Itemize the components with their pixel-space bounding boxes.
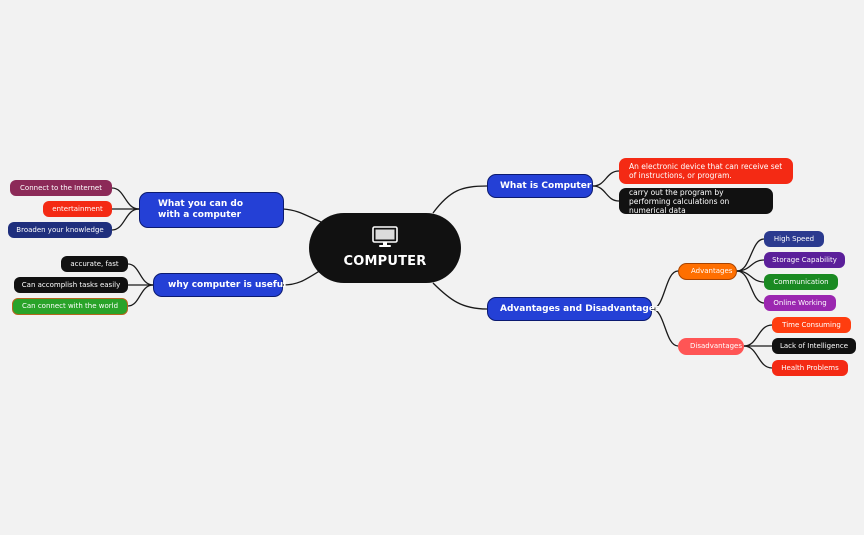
link-disadvantages-item-3 xyxy=(743,345,773,369)
advantage-item-label: High Speed xyxy=(773,234,815,243)
link-advantages-item-4 xyxy=(736,270,765,304)
disadvantage-item[interactable]: Lack of Intelligence xyxy=(772,338,856,354)
advantage-item[interactable]: High Speed xyxy=(764,231,824,247)
useful-item[interactable]: Can connect with the world xyxy=(12,298,128,315)
advantage-item[interactable]: Storage Capability xyxy=(764,252,845,268)
topic-what-is-computer[interactable]: What is Computer xyxy=(487,174,593,198)
subtopic-disadvantages-label: Disadvantages xyxy=(690,342,743,351)
useful-item-label: Can connect with the world xyxy=(21,302,119,311)
disadvantage-item-label: Lack of Intelligence xyxy=(779,341,849,350)
disadvantage-item[interactable]: Time Consuming xyxy=(772,317,851,333)
what-is-detail-1[interactable]: An electronic device that can receive se… xyxy=(619,158,793,184)
topic-what-you-can-do-label: What you can do with a computer xyxy=(158,199,244,220)
disadvantage-item-label: Time Consuming xyxy=(782,320,841,329)
useful-item[interactable]: Can accomplish tasks easily xyxy=(14,277,128,293)
link-adv-disadvantages xyxy=(651,308,679,347)
link-whatis-detail-1 xyxy=(592,170,620,187)
can-do-item-label: Broaden your knowledge xyxy=(16,225,104,234)
link-central-why xyxy=(282,269,322,286)
subtopic-advantages[interactable]: Advantages xyxy=(678,263,737,280)
advantage-item-label: Online Working xyxy=(773,298,827,307)
link-whatis-detail-2 xyxy=(592,185,620,202)
can-do-item[interactable]: Connect to the Internet xyxy=(10,180,112,196)
link-why-item-1 xyxy=(127,263,154,286)
useful-item[interactable]: accurate, fast xyxy=(61,256,128,272)
can-do-item-label: Connect to the Internet xyxy=(20,183,102,192)
advantage-item[interactable]: Online Working xyxy=(764,295,836,311)
link-central-what-is xyxy=(432,185,488,214)
link-central-adv xyxy=(432,282,488,310)
can-do-item[interactable]: Broaden your knowledge xyxy=(8,222,112,238)
link-do-item-3 xyxy=(111,208,140,231)
link-do-item-1 xyxy=(111,187,140,210)
what-is-detail-1-text: An electronic device that can receive se… xyxy=(629,162,783,180)
advantage-item-label: Communication xyxy=(773,277,829,286)
useful-item-label: accurate, fast xyxy=(70,259,119,268)
disadvantage-item-label: Health Problems xyxy=(781,363,839,372)
central-topic-label: COMPUTER xyxy=(343,254,427,270)
subtopic-advantages-label: Advantages xyxy=(691,267,733,276)
advantage-item[interactable]: Communication xyxy=(764,274,838,290)
topic-why-useful-label: why computer is useful xyxy=(168,279,287,290)
topic-why-useful[interactable]: why computer is useful xyxy=(153,273,287,297)
what-is-detail-2[interactable]: carry out the program by performing calc… xyxy=(619,187,773,215)
link-adv-advantages xyxy=(651,270,679,310)
link-disadvantages-item-1 xyxy=(743,324,773,347)
monitor-icon xyxy=(372,226,398,248)
advantage-item-label: Storage Capability xyxy=(772,255,837,264)
topic-what-is-computer-label: What is Computer xyxy=(500,180,592,191)
can-do-item[interactable]: entertainment xyxy=(43,201,112,217)
link-central-do xyxy=(282,208,322,223)
topic-advantages-disadvantages-label: Advantages and Disadvantages xyxy=(500,303,661,314)
topic-advantages-disadvantages[interactable]: Advantages and Disadvantages xyxy=(487,297,660,321)
subtopic-disadvantages[interactable]: Disadvantages xyxy=(678,338,744,355)
central-topic[interactable]: COMPUTER xyxy=(309,213,461,283)
topic-what-you-can-do[interactable]: What you can do with a computer xyxy=(139,192,284,228)
disadvantage-item[interactable]: Health Problems xyxy=(772,360,848,376)
can-do-item-label: entertainment xyxy=(52,204,103,213)
useful-item-label: Can accomplish tasks easily xyxy=(21,280,121,289)
what-is-detail-2-text: carry out the program by performing calc… xyxy=(629,187,730,215)
link-why-item-3 xyxy=(127,284,154,307)
